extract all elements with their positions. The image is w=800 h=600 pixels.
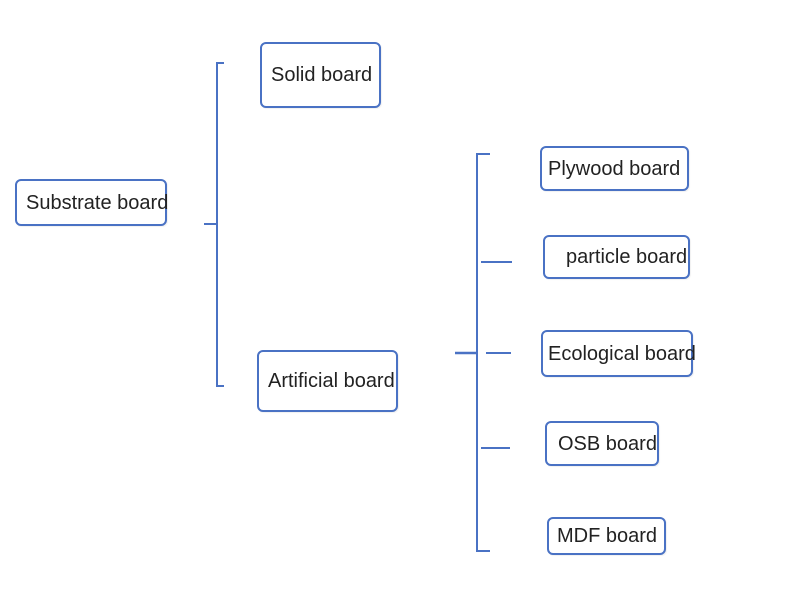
node-label-substrate-board: Substrate board bbox=[26, 191, 169, 214]
node-plywood-board: Plywood board bbox=[540, 146, 689, 191]
node-osb-board: OSB board bbox=[545, 421, 659, 466]
node-label-mdf-board: MDF board bbox=[557, 525, 658, 547]
node-artificial-board: Artificial board bbox=[257, 350, 398, 412]
connector-substrate-bracket bbox=[216, 62, 224, 387]
node-label-particle-board: particle board bbox=[566, 246, 688, 268]
node-label-ecological-board: Ecological board bbox=[548, 342, 696, 365]
node-label-solid-board: Solid board bbox=[271, 64, 373, 86]
node-mdf-board: MDF board bbox=[547, 517, 666, 555]
node-particle-board: particle board bbox=[543, 235, 690, 279]
node-substrate-board: Substrate board bbox=[15, 179, 169, 226]
node-solid-board: Solid board bbox=[260, 42, 381, 108]
node-label-osb-board: OSB board bbox=[558, 432, 657, 455]
node-label-artificial-board: Artificial board bbox=[268, 370, 395, 392]
node-label-plywood-board: Plywood board bbox=[548, 157, 681, 180]
node-ecological-board: Ecological board bbox=[541, 330, 696, 377]
